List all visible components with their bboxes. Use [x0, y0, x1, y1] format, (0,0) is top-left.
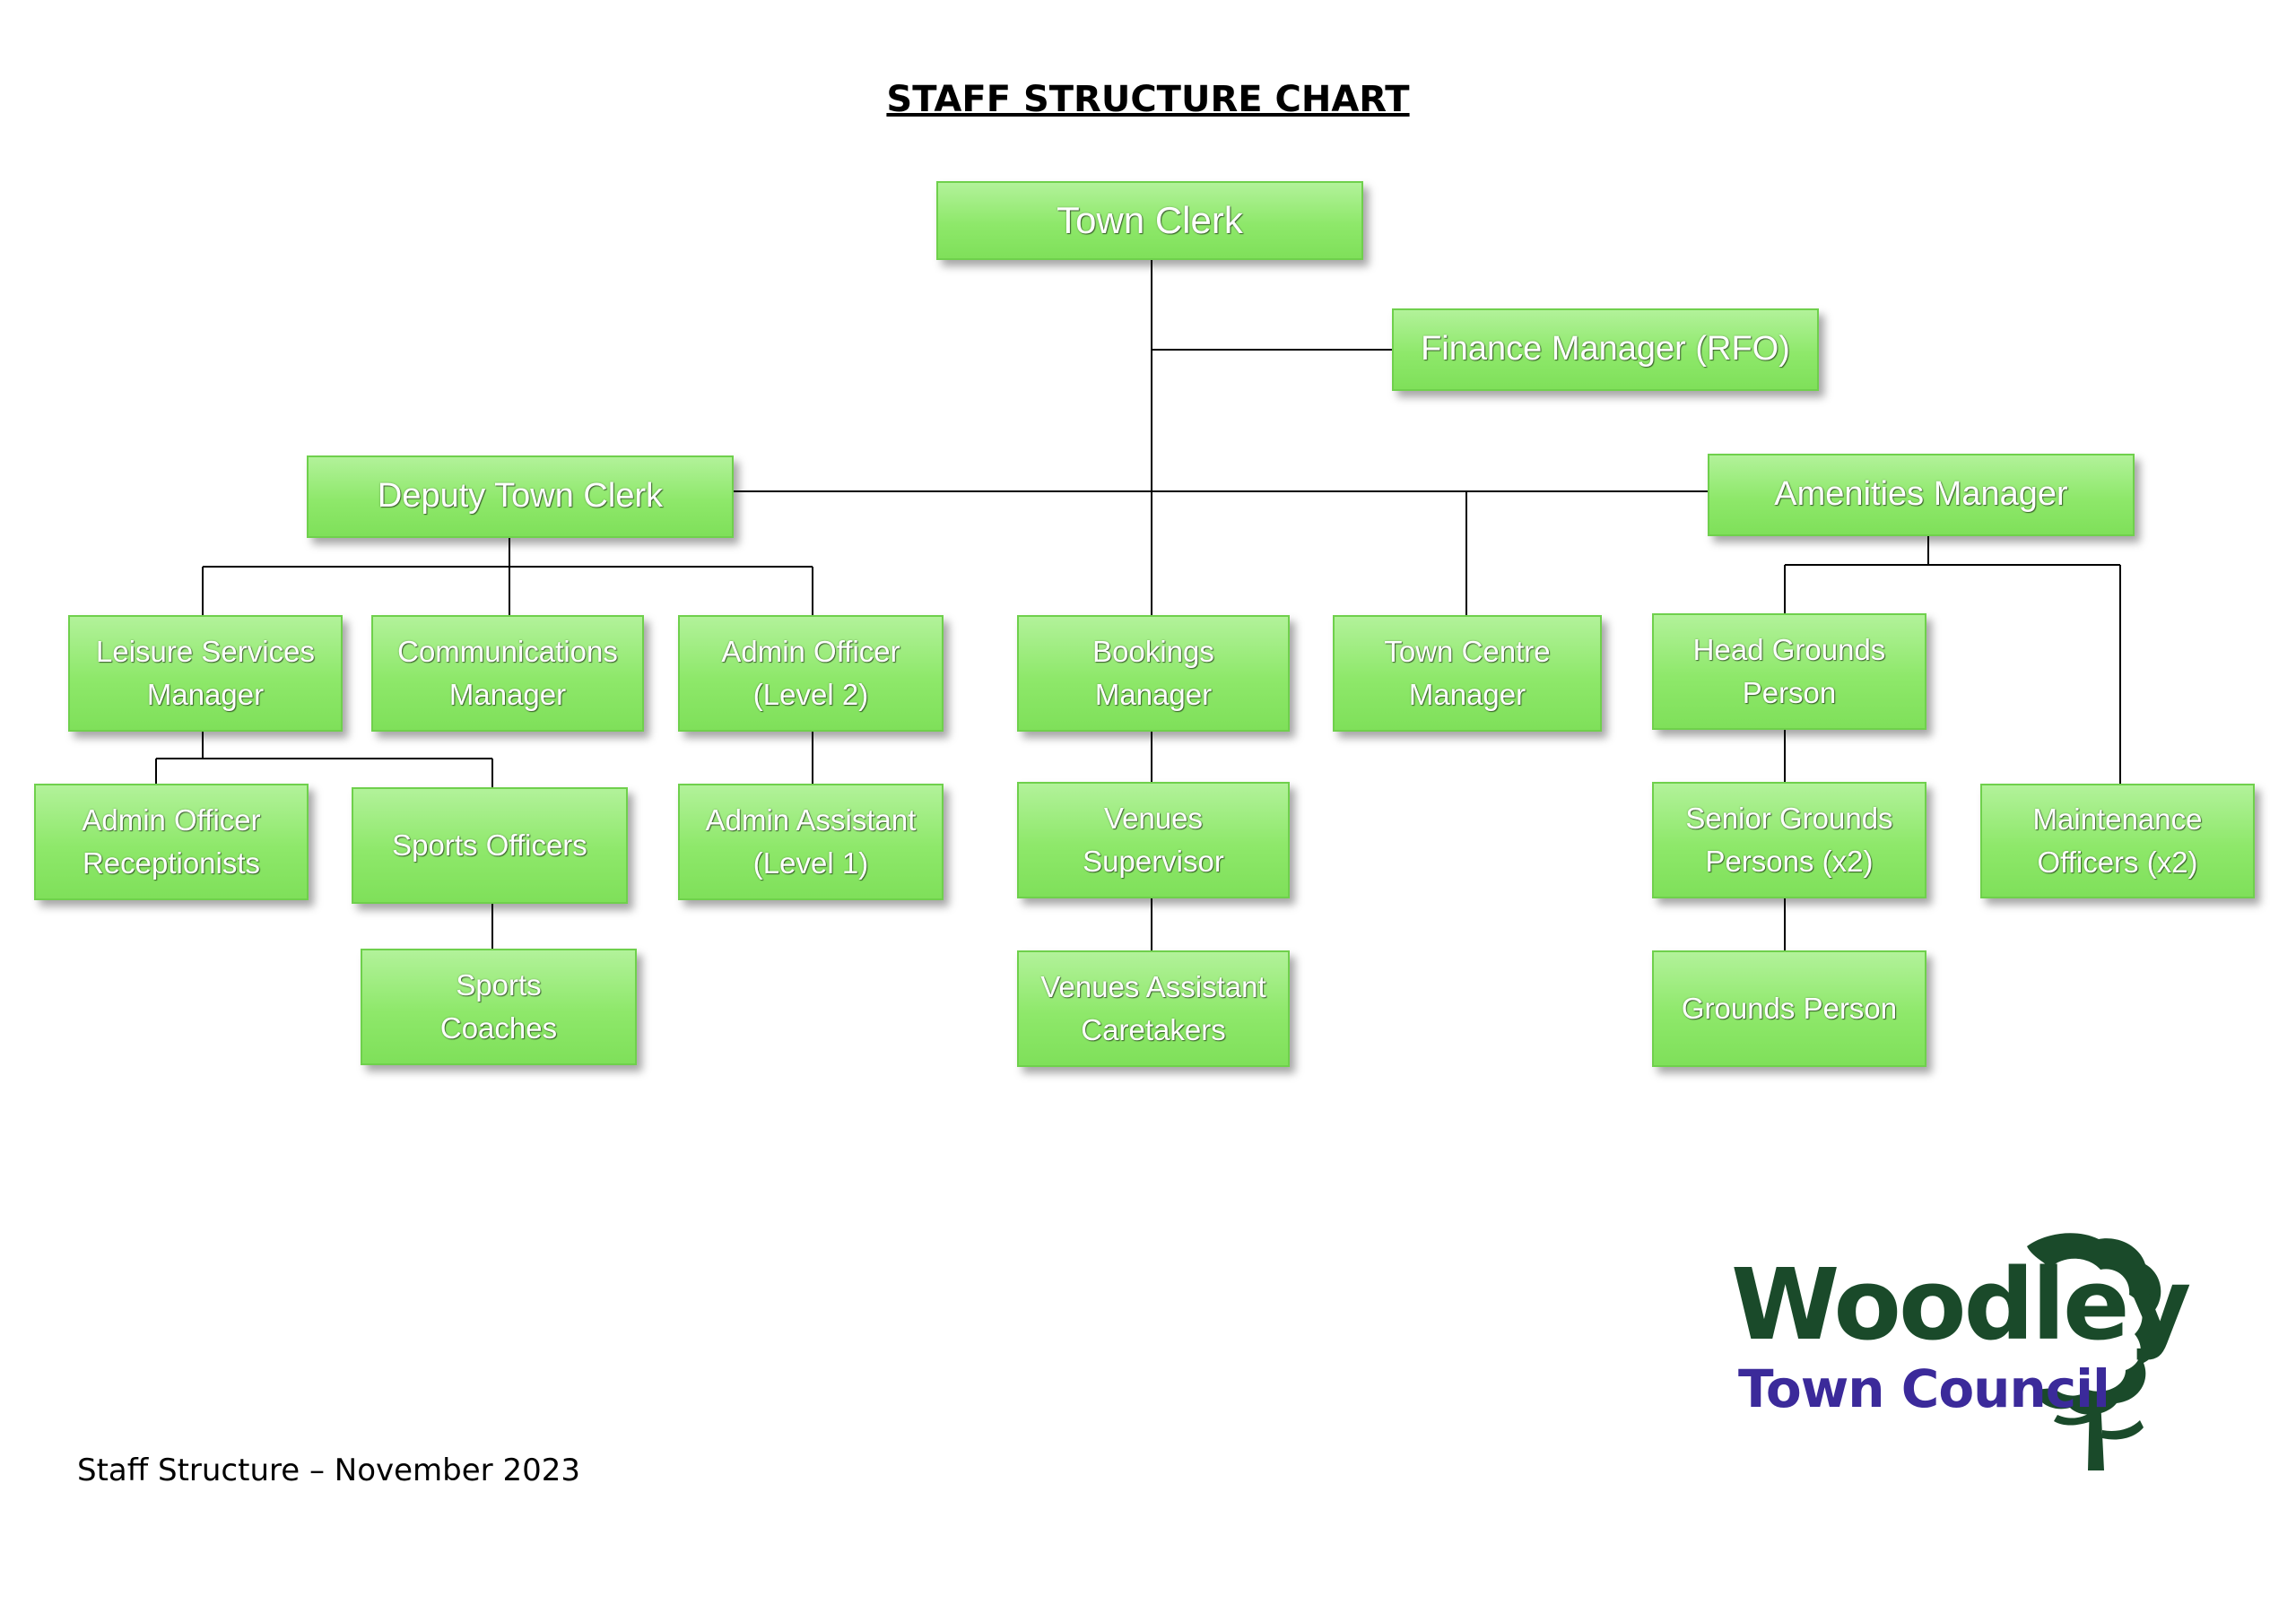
- node-label: Communications Manager: [397, 635, 618, 711]
- tree-icon: [2027, 1233, 2161, 1470]
- node-label: Finance Manager (RFO): [1421, 330, 1790, 369]
- node-town-centre-manager: Town Centre Manager: [1333, 615, 1602, 732]
- node-sports-officers: Sports Officers: [352, 787, 628, 904]
- node-label: Venues Supervisor: [1083, 802, 1224, 878]
- chart-title: STAFF STRUCTURE CHART: [886, 79, 1410, 120]
- node-label: Admin Officer Receptionists: [82, 803, 261, 880]
- node-label: Sports Coaches: [439, 968, 558, 1045]
- node-label: Town Centre Manager: [1384, 635, 1551, 711]
- node-label: Admin Assistant (Level 1): [705, 803, 917, 880]
- node-town-clerk: Town Clerk: [936, 181, 1363, 260]
- node-senior-grounds-persons: Senior Grounds Persons (x2): [1652, 782, 1926, 898]
- logo-wordmark: Woodley: [1731, 1247, 2191, 1362]
- woodley-logo: Woodley Town Council: [1731, 1228, 2215, 1470]
- node-label: Deputy Town Clerk: [377, 477, 664, 516]
- node-venues-assistant-caretakers: Venues Assistant Caretakers: [1017, 950, 1290, 1067]
- node-head-grounds-person: Head Grounds Person: [1652, 613, 1926, 730]
- footer-caption: Staff Structure – November 2023: [77, 1453, 580, 1488]
- node-grounds-person: Grounds Person: [1652, 950, 1926, 1067]
- node-sports-coaches: Sports Coaches: [361, 949, 637, 1065]
- node-bookings-manager: Bookings Manager: [1017, 615, 1290, 732]
- node-leisure-services-manager: Leisure Services Manager: [68, 615, 343, 732]
- node-admin-officer-receptionists: Admin Officer Receptionists: [34, 784, 309, 900]
- node-venues-supervisor: Venues Supervisor: [1017, 782, 1290, 898]
- node-amenities-manager: Amenities Manager: [1708, 454, 2135, 536]
- node-deputy-town-clerk: Deputy Town Clerk: [307, 455, 734, 538]
- node-label: Venues Assistant Caretakers: [1040, 970, 1266, 1046]
- node-label: Amenities Manager: [1774, 475, 2068, 514]
- node-communications-manager: Communications Manager: [371, 615, 644, 732]
- node-admin-assistant-level-1: Admin Assistant (Level 1): [678, 784, 944, 900]
- node-admin-officer-level-2: Admin Officer (Level 2): [678, 615, 944, 732]
- node-label: Town Clerk: [1057, 198, 1243, 241]
- node-finance-manager: Finance Manager (RFO): [1392, 308, 1819, 391]
- node-label: Admin Officer (Level 2): [721, 635, 900, 711]
- node-label: Bookings Manager: [1092, 635, 1214, 711]
- node-maintenance-officers: Maintenance Officers (x2): [1980, 784, 2255, 898]
- node-label: Senior Grounds Persons (x2): [1685, 802, 1893, 878]
- node-label: Grounds Person: [1681, 992, 1898, 1026]
- node-label: Maintenance Officers (x2): [2032, 802, 2203, 879]
- node-label: Leisure Services Manager: [96, 635, 315, 711]
- logo-subtitle: Town Council: [1738, 1358, 2110, 1419]
- node-label: Sports Officers: [392, 828, 587, 863]
- node-label: Head Grounds Person: [1692, 633, 1886, 709]
